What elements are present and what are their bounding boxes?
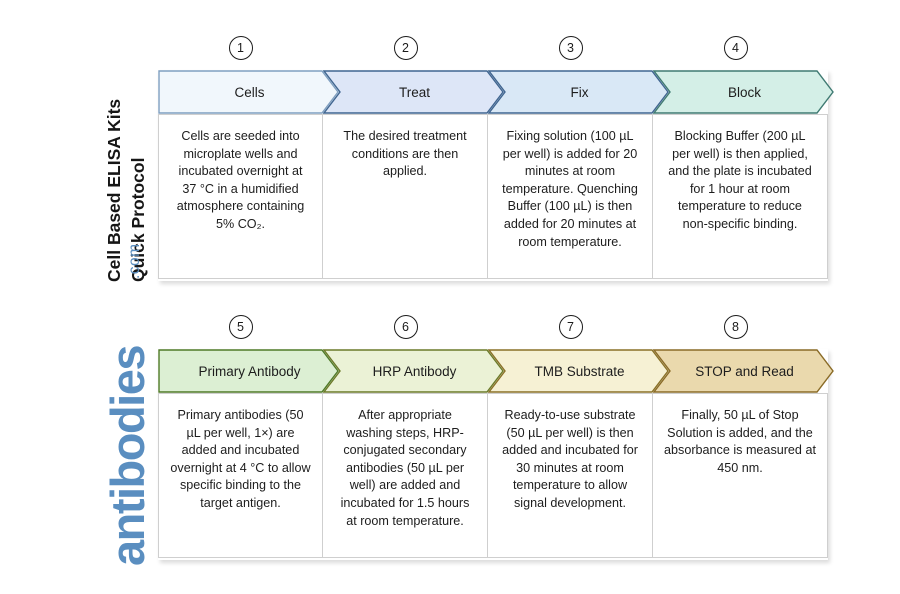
step-chevron-shape-6: [323, 349, 504, 393]
step-number-badge-7: 7: [558, 315, 583, 339]
step-chevron-shape-3: [488, 70, 669, 114]
step-chevron-shape-4: [653, 70, 834, 114]
step-chevron-3[interactable]: Fix: [488, 70, 669, 114]
step-body-text-1: Cells are seeded into microplate wells a…: [176, 129, 305, 231]
step-number-badge-1: 1: [228, 36, 253, 60]
step-label-3: Fix: [570, 84, 589, 100]
step-chevron-shape-5: [158, 349, 339, 393]
step-body-6: After appropriate washing steps, HRP-con…: [323, 393, 488, 558]
step-number-badge-4: 4: [723, 36, 748, 60]
step-chevron-6[interactable]: HRP Antibody: [323, 349, 504, 393]
page-title-line1: Cell Based ELISA Kits: [104, 98, 124, 282]
step-label-7: TMB Substrate: [534, 363, 625, 379]
step-body-5: Primary antibodies (50 µL per well, 1×) …: [158, 393, 323, 558]
step-body-8: Finally, 50 µL of Stop Solution is added…: [653, 393, 828, 558]
step-chevron-shape-8: [653, 349, 834, 393]
step-chevrons-row-2: Primary Antibody HRP Antibody TMB Substrat…: [158, 349, 844, 393]
step-body-text-3: Fixing solution (100 µL per well) is add…: [502, 129, 638, 249]
step-label-1: Cells: [234, 84, 265, 100]
step-chevron-shape-1: [158, 70, 339, 114]
step-chevrons-row-1: Cells Treat Fix Block: [158, 70, 844, 114]
step-chevron-2[interactable]: Treat: [323, 70, 504, 114]
flow-row-1: 1 2 3 4 Cells Treat Fix Block Cells are seeded…: [158, 36, 844, 279]
step-body-text-8: Finally, 50 µL of Stop Solution is added…: [664, 408, 816, 475]
step-chevron-8[interactable]: STOP and Read: [653, 349, 834, 393]
step-body-4: Blocking Buffer (200 µL per well) is the…: [653, 114, 828, 279]
step-chevron-1[interactable]: Cells: [158, 70, 339, 114]
brand-wordmark: antibodies: [101, 345, 154, 566]
step-label-8: STOP and Read: [695, 363, 794, 379]
step-number-badge-8: 8: [723, 315, 748, 339]
step-chevron-shape-2: [323, 70, 504, 114]
left-title-block: Cell Based ELISA Kits Quick Protocol ant…: [0, 0, 160, 594]
step-label-4: Block: [727, 84, 761, 100]
step-body-2: The desired treatment conditions are the…: [323, 114, 488, 279]
step-body-text-7: Ready-to-use substrate (50 µL per well) …: [502, 408, 638, 510]
step-chevron-5[interactable]: Primary Antibody: [158, 349, 339, 393]
step-number-badge-5: 5: [228, 315, 253, 339]
step-number-badge-3: 3: [558, 36, 583, 60]
step-body-1: Cells are seeded into microplate wells a…: [158, 114, 323, 279]
step-chevron-4[interactable]: Block: [653, 70, 834, 114]
step-chevron-7[interactable]: TMB Substrate: [488, 349, 669, 393]
step-label-6: HRP Antibody: [372, 363, 457, 379]
step-body-3: Fixing solution (100 µL per well) is add…: [488, 114, 653, 279]
step-number-badge-2: 2: [393, 36, 418, 60]
step-label-5: Primary Antibody: [198, 363, 301, 379]
step-badges-row-2: 5 6 7 8: [158, 315, 844, 343]
step-badges-row-1: 1 2 3 4: [158, 36, 844, 64]
step-body-text-6: After appropriate washing steps, HRP-con…: [340, 408, 470, 528]
flow-row-2: 5 6 7 8 Primary Antibody HRP Antibody TMB Sub…: [158, 315, 844, 558]
step-chevron-shape-7: [488, 349, 669, 393]
step-body-7: Ready-to-use substrate (50 µL per well) …: [488, 393, 653, 558]
step-body-text-4: Blocking Buffer (200 µL per well) is the…: [668, 129, 812, 231]
brand-tld: .com: [126, 243, 143, 279]
step-bodies-row-2: Primary antibodies (50 µL per well, 1×) …: [158, 393, 844, 558]
step-label-2: Treat: [398, 84, 430, 100]
step-body-text-2: The desired treatment conditions are the…: [343, 129, 467, 179]
step-bodies-row-1: Cells are seeded into microplate wells a…: [158, 114, 844, 279]
step-number-badge-6: 6: [393, 315, 418, 339]
step-body-text-5: Primary antibodies (50 µL per well, 1×) …: [170, 408, 311, 510]
